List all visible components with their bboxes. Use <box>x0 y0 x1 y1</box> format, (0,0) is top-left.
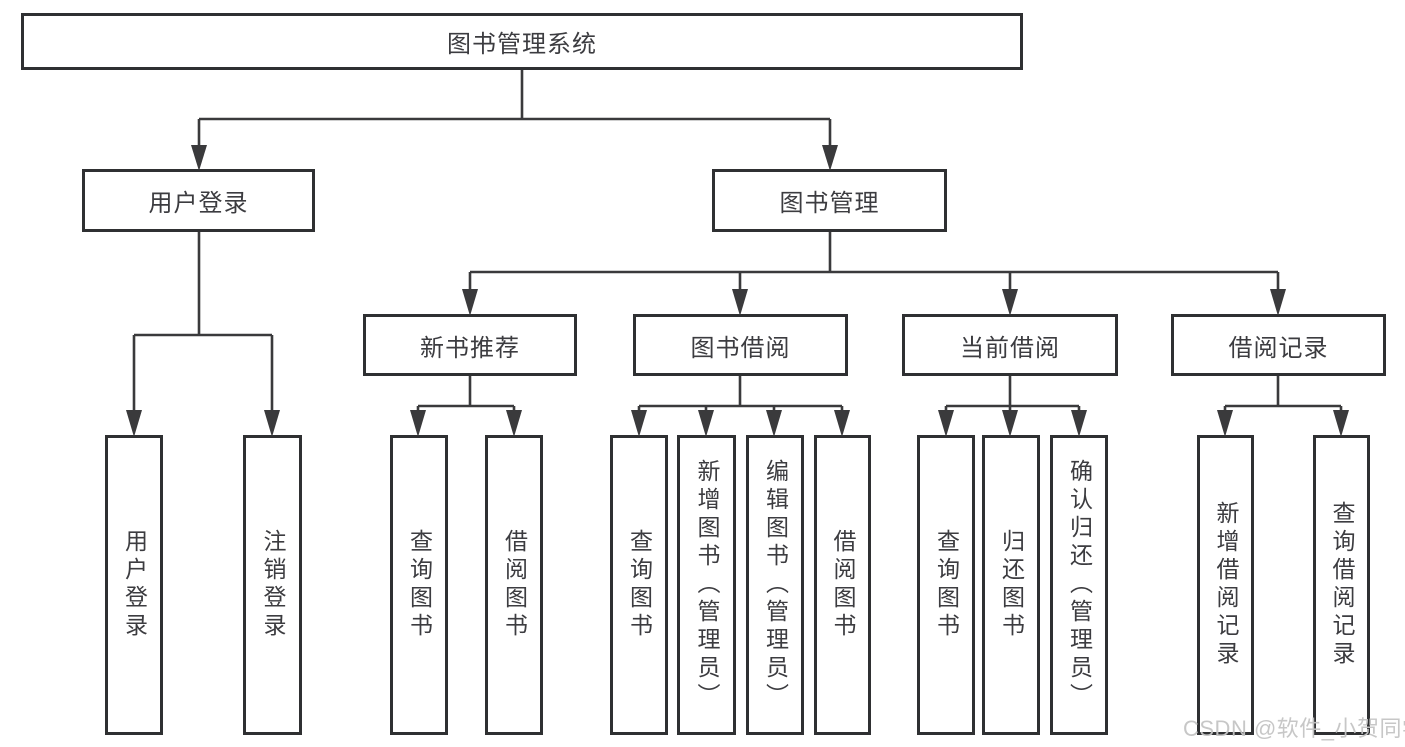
node-leaf-edit-books-admin: 编辑图书（管理员） <box>746 435 804 735</box>
arrow-down-icon <box>698 410 714 437</box>
node-label: 用户登录 <box>121 529 148 641</box>
node-label: 新增图书（管理员） <box>694 459 720 711</box>
node-book-management: 图书管理 <box>712 169 947 232</box>
arrow-down-icon <box>410 410 426 437</box>
arrow-down-icon <box>126 410 142 437</box>
node-new-book-recommendation: 新书推荐 <box>363 314 577 376</box>
connector-new-book-recommendation-to-children <box>410 376 522 437</box>
node-leaf-user-login: 用户登录 <box>105 435 163 735</box>
connector-user-login-to-children <box>126 232 280 437</box>
arrow-down-icon <box>822 145 838 171</box>
connector-book-borrowing-to-children <box>631 376 850 437</box>
node-current-borrowing: 当前借阅 <box>902 314 1118 376</box>
node-leaf-query-borrow-record: 查询借阅记录 <box>1313 435 1370 735</box>
arrow-down-icon <box>1217 410 1233 437</box>
arrow-down-icon <box>732 289 748 316</box>
node-book-borrowing: 图书借阅 <box>633 314 848 376</box>
node-leaf-add-borrow-record: 新增借阅记录 <box>1197 435 1254 735</box>
node-label: 注销登录 <box>260 529 286 641</box>
node-leaf-query-books-3: 查询图书 <box>917 435 975 735</box>
node-label: 新书推荐 <box>420 334 520 362</box>
node-label: 查询借阅记录 <box>1329 501 1355 669</box>
node-label: 用户登录 <box>148 190 249 217</box>
node-label: 编辑图书（管理员） <box>762 459 789 711</box>
node-borrowing-records: 借阅记录 <box>1171 314 1386 376</box>
node-label: 确认归还（管理员） <box>1066 459 1093 711</box>
node-leaf-confirm-return-admin: 确认归还（管理员） <box>1050 435 1108 735</box>
connector-book-management-to-level3 <box>462 232 1286 316</box>
node-label: 借阅图书 <box>830 529 856 641</box>
node-label: 归还图书 <box>998 529 1025 641</box>
arrow-down-icon <box>462 289 478 316</box>
arrow-down-icon <box>834 410 850 437</box>
watermark: CSDN @软件_小贺同学 <box>1183 716 1405 741</box>
arrow-down-icon <box>766 410 782 437</box>
node-label: 查询图书 <box>406 529 433 641</box>
arrow-down-icon <box>1002 410 1018 437</box>
arrow-down-icon <box>1333 410 1349 437</box>
node-leaf-add-books-admin: 新增图书（管理员） <box>677 435 736 735</box>
node-label: 查询图书 <box>626 529 653 641</box>
node-user-login: 用户登录 <box>82 169 315 232</box>
connector-root-to-level2 <box>191 70 838 171</box>
node-leaf-query-books-2: 查询图书 <box>610 435 668 735</box>
node-leaf-borrow-books-1: 借阅图书 <box>485 435 543 735</box>
node-leaf-borrow-books-2: 借阅图书 <box>814 435 871 735</box>
node-label: 查询图书 <box>933 529 960 641</box>
node-library-management-system: 图书管理系统 <box>21 13 1023 70</box>
node-label: 借阅图书 <box>501 529 528 641</box>
node-label: 当前借阅 <box>960 334 1060 362</box>
arrow-down-icon <box>1270 289 1286 316</box>
node-label: 借阅记录 <box>1228 334 1329 362</box>
node-leaf-return-books: 归还图书 <box>982 435 1040 735</box>
node-label: 图书借阅 <box>690 334 791 362</box>
arrow-down-icon <box>506 410 522 437</box>
node-leaf-query-books-1: 查询图书 <box>390 435 448 735</box>
arrow-down-icon <box>1071 410 1087 437</box>
node-label: 图书管理系统 <box>447 31 597 58</box>
connector-current-borrowing-to-children <box>938 376 1087 437</box>
arrow-down-icon <box>191 145 207 171</box>
node-leaf-logout: 注销登录 <box>243 435 302 735</box>
arrow-down-icon <box>1002 289 1018 316</box>
arrow-down-icon <box>264 410 280 437</box>
arrow-down-icon <box>631 410 647 437</box>
connector-borrowing-records-to-children <box>1217 376 1349 437</box>
node-label: 新增借阅记录 <box>1213 501 1239 669</box>
arrow-down-icon <box>938 410 954 437</box>
node-label: 图书管理 <box>779 190 880 217</box>
